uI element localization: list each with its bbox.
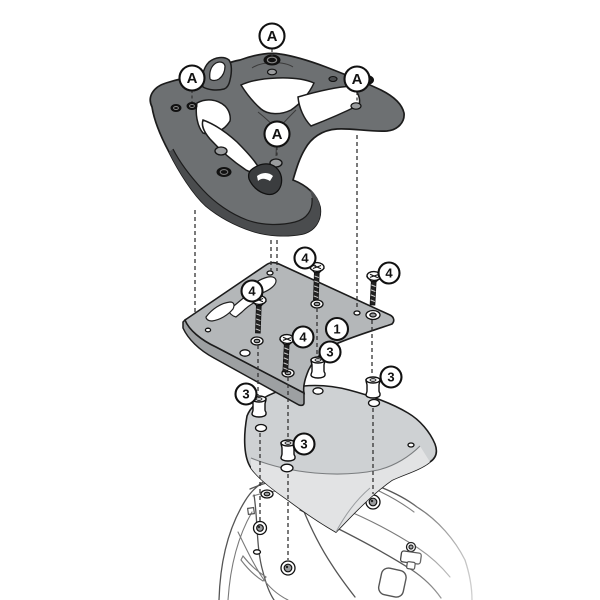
- plate-hole: [239, 349, 251, 357]
- fitting-screws: [250, 261, 382, 373]
- callout-4-4: 4: [291, 325, 315, 349]
- guide-lines: [194, 135, 374, 560]
- motorcycle-tail: [218, 462, 552, 600]
- callout-label: 4: [248, 284, 256, 299]
- callout-a-4: A: [263, 120, 291, 148]
- callout-a-1: A: [258, 22, 286, 50]
- callout-label: 3: [242, 387, 249, 402]
- callout-label: 1: [333, 322, 340, 337]
- rack-guide-fin: [201, 56, 233, 91]
- spacer-bushings: [251, 356, 381, 462]
- spacer-bushing: [310, 356, 326, 379]
- tail-slot: [252, 549, 262, 555]
- fitting-screw: [308, 261, 325, 301]
- callout-a-2: A: [178, 64, 206, 92]
- callout-4-1: 4: [293, 246, 317, 270]
- callout-label: 3: [326, 345, 333, 360]
- plate-hole-small: [266, 270, 274, 276]
- callout-4-3: 4: [240, 279, 264, 303]
- rear-cover-panel: [243, 384, 438, 534]
- plate-hole: [250, 336, 264, 346]
- spacer-bushing: [365, 376, 381, 399]
- callout-3-1: 3: [318, 340, 342, 364]
- cover-hole: [312, 387, 324, 395]
- plate-hole-small: [204, 327, 212, 333]
- rack-hole: [214, 146, 228, 156]
- callout-label: 3: [300, 437, 307, 452]
- callout-label: A: [187, 70, 198, 87]
- plate-hole: [310, 299, 324, 309]
- callouts: A A A A 4 4 4 4: [178, 22, 403, 456]
- rack-grommet: [263, 54, 281, 76]
- callout-1: 1: [324, 316, 350, 342]
- rack-hook: [247, 163, 283, 196]
- rack-grommet: [170, 102, 198, 112]
- spacer-bushing: [280, 439, 296, 462]
- tail-bolt-hole: [252, 520, 268, 536]
- callout-3-4: 3: [292, 432, 316, 456]
- mounting-plate: [182, 261, 395, 407]
- callout-label: 4: [385, 266, 393, 281]
- cover-hole: [280, 463, 294, 473]
- rack-hole: [328, 75, 338, 83]
- tail-hole: [260, 489, 274, 499]
- callout-label: 3: [387, 370, 394, 385]
- callout-4-2: 4: [377, 261, 401, 285]
- callout-a-3: A: [343, 65, 371, 93]
- callout-3-2: 3: [379, 365, 403, 389]
- rack-rubber-pad: [216, 167, 232, 177]
- cover-hole: [254, 423, 268, 433]
- callout-label: 4: [301, 251, 309, 266]
- callout-label: A: [267, 28, 278, 45]
- plate-hole-small: [353, 310, 361, 316]
- cover-hole-small: [407, 442, 415, 448]
- plate-hole: [365, 309, 381, 321]
- tail-bolt-hole: [280, 560, 296, 576]
- callout-label: A: [272, 126, 283, 143]
- callout-label: 4: [299, 330, 307, 345]
- callout-3-3: 3: [234, 382, 258, 406]
- tail-tab: [246, 506, 256, 516]
- plate-slot: [205, 301, 235, 322]
- callout-label: A: [352, 71, 363, 88]
- cover-hole: [367, 398, 381, 408]
- fitting-screw: [365, 270, 382, 306]
